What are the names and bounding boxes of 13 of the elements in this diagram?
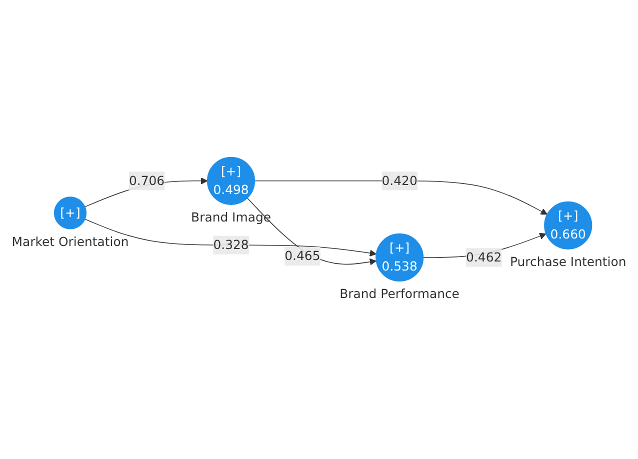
- edge-label: 0.328: [213, 237, 249, 252]
- node-circle: [+] 0.498: [206, 156, 256, 205]
- edge-label: 0.462: [466, 250, 502, 264]
- node-circle: [+] 0.538: [376, 233, 424, 282]
- edge-label: 0.706: [128, 173, 165, 188]
- construct-name: Purchase Intention: [510, 254, 626, 270]
- edge-label: 0.420: [382, 173, 418, 188]
- node-circle: [+] 0.660: [544, 201, 592, 250]
- construct-name: Market Orientation: [12, 234, 129, 249]
- construct-name: Brand Performance: [340, 286, 460, 302]
- arrow: [84, 218, 376, 256]
- edge-label: 0.465: [284, 248, 320, 264]
- node-circle: [+]: [54, 196, 87, 230]
